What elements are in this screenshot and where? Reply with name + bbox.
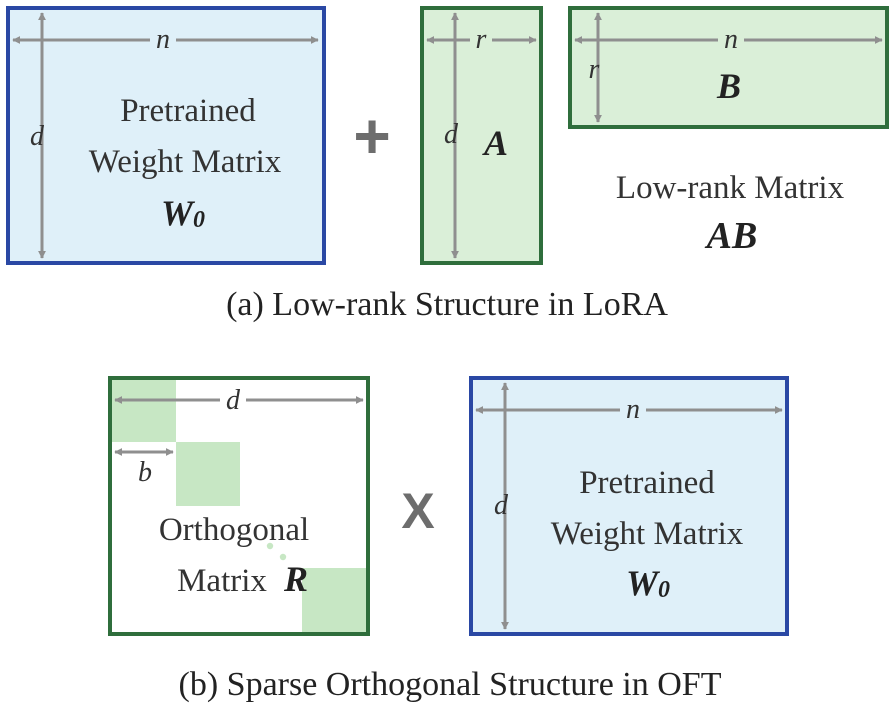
label-bg xyxy=(470,26,492,54)
panel-b: d b Orthogonal Matrix R X n d Pretrained… xyxy=(108,376,789,703)
pretrained-line2: Weight Matrix xyxy=(89,144,282,180)
pretrained-line1: Pretrained xyxy=(120,93,256,129)
matrix-a-dim-width: r xyxy=(476,24,487,55)
panel-a: n d Pretrained Weight Matrix W0 + r d A … xyxy=(6,6,889,323)
matrix-a-box xyxy=(420,6,543,265)
orthogonal-symbol: R xyxy=(283,559,308,599)
matrix-b-symbol: B xyxy=(716,66,741,106)
pretrained-symbol: W0 xyxy=(161,193,205,233)
orthogonal-dim-width: d xyxy=(226,385,241,416)
lowrank-symbol: AB xyxy=(705,215,758,257)
pretrained-b-line2: Weight Matrix xyxy=(551,516,744,552)
label-bg xyxy=(220,386,246,414)
dim-width-label-b: n xyxy=(626,394,640,425)
pretrained-weight-matrix-b: n d Pretrained Weight Matrix W0 xyxy=(469,376,789,636)
dim-height-label-b: d xyxy=(494,490,509,521)
orthogonal-line2: Matrix xyxy=(177,563,267,599)
label-bg xyxy=(620,396,646,424)
label-bg xyxy=(718,26,744,54)
times-operator: X xyxy=(401,483,434,539)
pretrained-weight-matrix-a: n d Pretrained Weight Matrix W0 xyxy=(6,6,326,265)
caption-b: (b) Sparse Orthogonal Structure in OFT xyxy=(179,666,722,703)
label-bg xyxy=(150,26,176,54)
dim-height-label: d xyxy=(30,121,45,152)
lowrank-label: Low-rank Matrix xyxy=(616,170,845,206)
matrix-b-dim-width: n xyxy=(724,24,738,55)
caption-a: (a) Low-rank Structure in LoRA xyxy=(226,286,668,323)
diagonal-block-2 xyxy=(176,442,240,506)
dim-width-label: n xyxy=(156,24,170,55)
orthogonal-matrix: d b Orthogonal Matrix R xyxy=(108,376,370,636)
diagonal-block-1 xyxy=(112,380,176,442)
ellipsis-dot-1 xyxy=(266,542,274,550)
diagonal-block-3 xyxy=(302,568,366,632)
ellipsis-dot-2 xyxy=(279,553,287,561)
pretrained-b-line1: Pretrained xyxy=(579,465,715,501)
matrix-b: n r B xyxy=(568,6,889,129)
block-dim-label: b xyxy=(138,457,152,488)
matrix-b-dim-height: r xyxy=(589,54,600,85)
orthogonal-line1: Orthogonal xyxy=(159,512,309,548)
pretrained-b-symbol: W0 xyxy=(626,563,670,603)
plus-operator: + xyxy=(353,100,390,172)
matrix-a: r d A xyxy=(420,6,543,265)
matrix-a-symbol: A xyxy=(482,123,508,163)
orthogonal-matrix-box xyxy=(108,376,370,636)
matrix-a-dim-height: d xyxy=(444,119,459,150)
